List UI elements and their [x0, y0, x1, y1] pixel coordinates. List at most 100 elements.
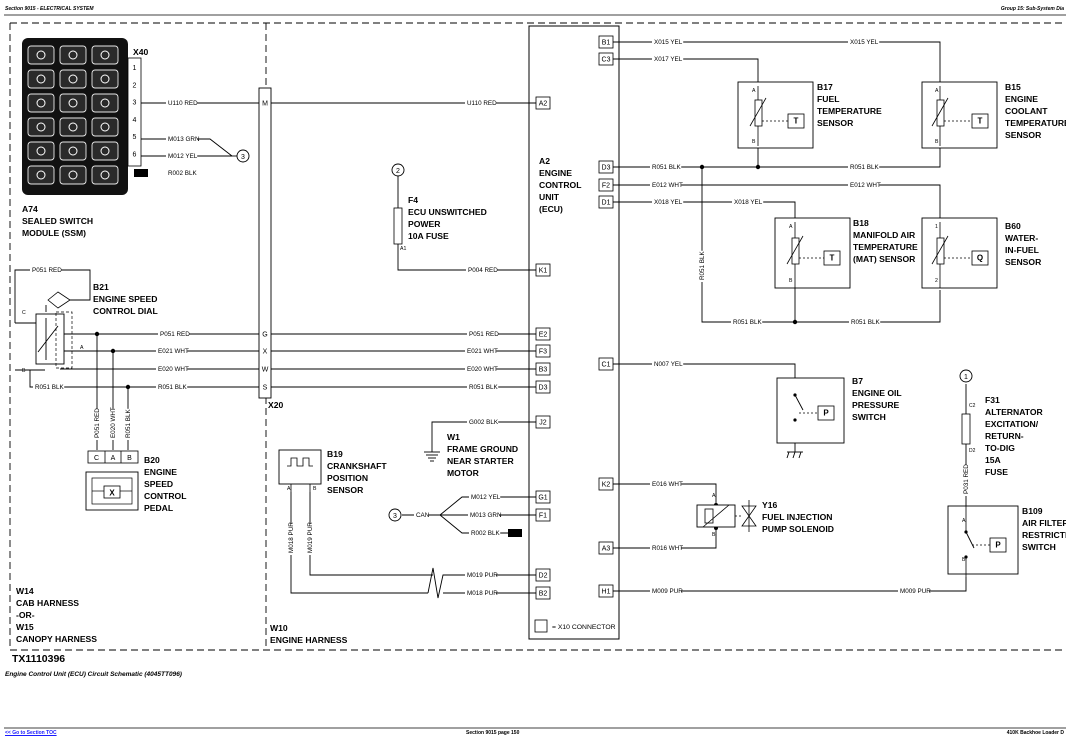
w1-label: MOTOR — [447, 468, 480, 478]
ssm-key-icon — [68, 170, 78, 180]
wire-label-bg — [467, 382, 499, 390]
b20-label: SPEED — [144, 479, 173, 489]
temp-sensor-b15 — [921, 81, 998, 149]
reference-node-number: 2 — [396, 168, 400, 175]
wire-label-bg — [166, 168, 198, 176]
ecu-pin-label: F1 — [539, 513, 547, 520]
ssm-key — [59, 165, 87, 185]
ecu-pin-box — [598, 584, 614, 598]
sensor-symbol: T — [830, 254, 835, 263]
sensor-symbol: T — [978, 117, 983, 126]
ecu-pin-box — [535, 586, 551, 600]
ecu-pin-label: C3 — [602, 57, 611, 64]
reference-node — [959, 369, 973, 383]
ecu-pin-box — [598, 35, 614, 49]
a74-label: MODULE (SSM) — [22, 228, 86, 238]
pin-mark: A — [789, 224, 793, 230]
wire-label-bg — [652, 359, 684, 367]
ssm-key — [27, 165, 55, 185]
ecu-label: (ECU) — [539, 204, 563, 214]
ecu-pin-label: D3 — [602, 165, 611, 172]
ssm-key-icon — [100, 146, 110, 156]
b18-label: MANIFOLD AIR — [853, 230, 916, 240]
a74-label: SEALED SWITCH — [22, 216, 93, 226]
wire-label-bg — [166, 151, 198, 159]
wire-label: E020 WHT — [158, 366, 189, 373]
ecu-pin-box — [598, 357, 614, 371]
wire-label-bg — [652, 54, 684, 62]
b7-label: PRESSURE — [852, 400, 900, 410]
ecu-label: CONTROL — [539, 180, 582, 190]
ecu-pin-box — [598, 195, 614, 209]
fuse-f4 — [393, 207, 403, 245]
section-toc-link[interactable]: << Go to Section TOC — [5, 730, 57, 736]
ssm-key-icon — [36, 146, 46, 156]
reference-node-number: 3 — [241, 154, 245, 161]
ssm-key-icon — [36, 122, 46, 132]
f31-label: 15A — [985, 455, 1001, 465]
header-section: Section 9015 - ELECTRICAL SYSTEM — [5, 6, 94, 12]
wire-label-bg — [465, 98, 497, 106]
ssm-key-icon — [100, 122, 110, 132]
ecu-pin-box — [535, 96, 551, 110]
b18-label: TEMPERATURE — [853, 242, 918, 252]
b109-label: RESTRICTION — [1022, 530, 1066, 540]
ssm-key-icon — [36, 98, 46, 108]
figure-caption: Engine Control Unit (ECU) Circuit Schema… — [5, 671, 182, 678]
ssm-key-icon — [68, 146, 78, 156]
ssm-key-icon — [68, 98, 78, 108]
wire-label-bg — [732, 197, 764, 205]
y16-label: Y16 — [762, 500, 778, 510]
wire-label-bg — [108, 408, 118, 440]
sensor-symbol: P — [995, 541, 1001, 550]
ecu-pin-box — [535, 327, 551, 341]
b109-label: SWITCH — [1022, 542, 1056, 552]
ecu-pin-label: D2 — [539, 573, 548, 580]
ssm-key-icon — [68, 74, 78, 84]
ecu-pin-label: B1 — [602, 40, 611, 47]
ecu-pin-label: F3 — [539, 349, 547, 356]
pin-mark: B — [935, 139, 939, 145]
ecu-pin-label: D3 — [539, 385, 548, 392]
x40-pin-number: 2 — [133, 82, 137, 89]
y16-label: FUEL INJECTION — [762, 512, 833, 522]
pedal-pin-letter: A — [111, 455, 116, 462]
pin-mark: A — [962, 518, 966, 524]
wire-label: R051 BLK — [35, 384, 65, 391]
w14-label: CAB HARNESS — [16, 598, 79, 608]
ssm-key — [91, 117, 119, 137]
ecu-pin-label: F2 — [602, 183, 610, 190]
f4-label: POWER — [408, 219, 441, 229]
wire-label-bg — [33, 382, 65, 390]
r002-blk-terminal-2 — [508, 529, 522, 537]
wire-label-bg — [467, 329, 499, 337]
wire-label: P004 RED — [468, 267, 498, 274]
ssm-key — [91, 69, 119, 89]
wire-label: E021 WHT — [158, 348, 189, 355]
b60-label: WATER- — [1005, 233, 1038, 243]
ssm-key-icon — [36, 74, 46, 84]
pin-mark: D2 — [969, 448, 976, 454]
x40-connector — [127, 57, 142, 167]
ssm-key — [91, 45, 119, 65]
ssm-key-icon — [100, 170, 110, 180]
b20-label: ENGINE — [144, 467, 177, 477]
wire-label-bg — [961, 464, 971, 496]
x40-pin-number: 6 — [133, 152, 137, 159]
wire-label: U110 RED — [467, 100, 497, 107]
header-group: Group 15: Sub-System Dia — [1000, 6, 1064, 12]
b7-label: B7 — [852, 376, 863, 386]
b20-label: PEDAL — [144, 503, 173, 513]
wire-label: M012 YEL — [168, 153, 198, 160]
sensor-symbol: T — [794, 117, 799, 126]
wire-label: E020 WHT — [467, 366, 498, 373]
b19-label: POSITION — [327, 473, 368, 483]
page-number: Section 9015 page 150 — [466, 730, 520, 736]
wire-label-bg — [286, 523, 296, 555]
pin-mark: B — [789, 278, 793, 284]
b21-label: CONTROL DIAL — [93, 306, 158, 316]
wire-label: E021 WHT — [467, 348, 498, 355]
ecu-pin-box — [535, 568, 551, 582]
wire-label: X018 YEL — [654, 199, 683, 206]
ecu-pin-box — [535, 508, 551, 522]
